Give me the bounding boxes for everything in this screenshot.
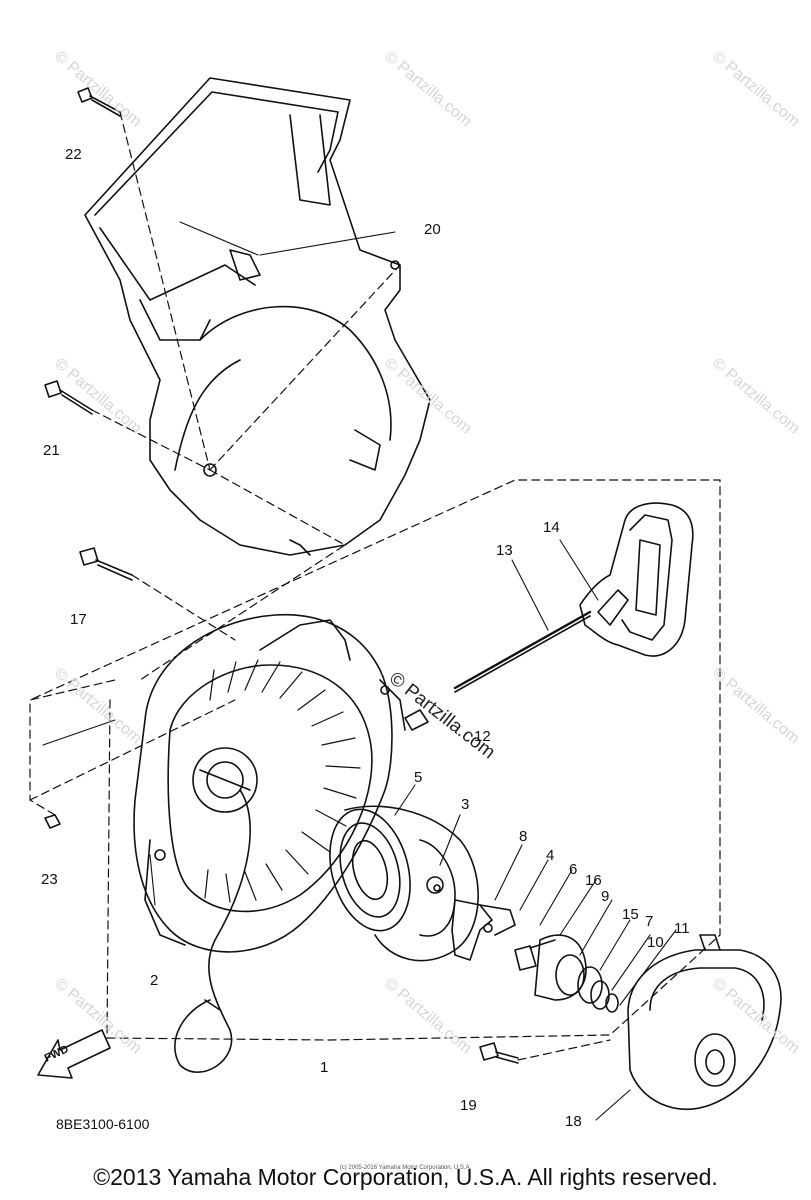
callout-16: 16 bbox=[585, 872, 602, 889]
callout-11: 11 bbox=[674, 920, 690, 937]
callout-4: 4 bbox=[546, 847, 555, 864]
callout-6: 6 bbox=[569, 861, 578, 878]
callout-1: 1 bbox=[320, 1059, 329, 1076]
rope-pulley bbox=[329, 805, 479, 962]
callout-3: 3 bbox=[461, 796, 470, 813]
fwd-arrow-icon bbox=[37, 1029, 111, 1079]
callout-19: 19 bbox=[460, 1097, 477, 1114]
bolt-22 bbox=[77, 87, 121, 117]
callout-20: 20 bbox=[424, 221, 441, 238]
solid-leaders bbox=[42, 221, 677, 1121]
footer-small-print: (c) 2005-2016 Yamaha Motor Corporation, … bbox=[339, 1165, 472, 1171]
callout-13: 13 bbox=[496, 542, 513, 559]
nut-23 bbox=[44, 814, 61, 829]
callout-18: 18 bbox=[565, 1113, 582, 1130]
callout-21: 21 bbox=[43, 442, 60, 459]
ratchet-parts bbox=[451, 899, 619, 1013]
leader-lines bbox=[29, 111, 721, 1061]
callout-7: 7 bbox=[645, 913, 654, 930]
bolt-21 bbox=[44, 380, 93, 415]
callout-10: 10 bbox=[647, 934, 664, 951]
fan-shroud bbox=[84, 77, 431, 556]
callout-23: 23 bbox=[41, 871, 58, 888]
starter-handle bbox=[579, 502, 694, 657]
callout-15: 15 bbox=[622, 906, 639, 923]
callout-17: 17 bbox=[70, 611, 87, 628]
callout-2: 2 bbox=[150, 972, 159, 989]
bolt-17 bbox=[79, 547, 133, 581]
callout-12: 12 bbox=[474, 728, 491, 745]
callout-14: 14 bbox=[543, 519, 560, 536]
bolt-19 bbox=[479, 1042, 519, 1064]
callout-8: 8 bbox=[519, 828, 528, 845]
starter-cover bbox=[627, 934, 782, 1110]
diagram-code: 8BE3100-6100 bbox=[56, 1116, 150, 1132]
starter-rope bbox=[404, 610, 592, 731]
callout-22: 22 bbox=[65, 146, 82, 163]
copyright-footer: ©2013 Yamaha Motor Corporation, U.S.A. A… bbox=[93, 1164, 718, 1190]
callout-9: 9 bbox=[601, 888, 610, 905]
recoil-housing bbox=[133, 613, 406, 1073]
callout-5: 5 bbox=[414, 769, 423, 786]
